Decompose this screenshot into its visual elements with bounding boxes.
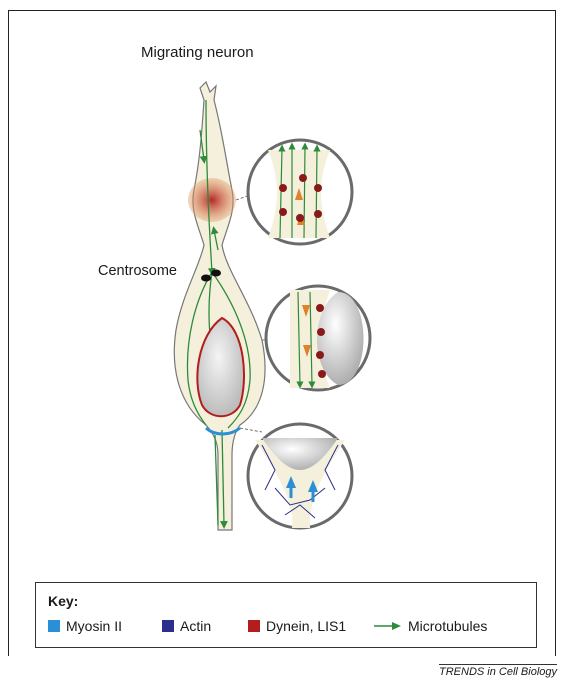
key-label-dynein: Dynein, LIS1: [266, 618, 346, 634]
myosin-swatch-icon: [48, 620, 60, 632]
dynein-swatch-icon: [248, 620, 260, 632]
figure-credit: TRENDS in Cell Biology: [439, 664, 557, 678]
key-item-dynein: Dynein, LIS1: [248, 618, 346, 634]
inset-leading-process: [248, 140, 352, 244]
dynein-cluster: [188, 178, 236, 222]
key-title: Key:: [48, 593, 78, 609]
actin-swatch-icon: [162, 620, 174, 632]
figure-title: Migrating neuron: [141, 44, 254, 61]
key-item-actin: Actin: [162, 618, 211, 634]
key-label-myosin: Myosin II: [66, 618, 122, 634]
microtubule-arrow-icon: [374, 621, 402, 631]
key-legend: Key: Myosin II Actin Dynein, LIS1 Microt…: [35, 582, 537, 648]
key-item-myosin: Myosin II: [48, 618, 122, 634]
centrosome-label: Centrosome: [98, 263, 177, 279]
inset-soma: [266, 286, 370, 390]
inset-rear: [248, 424, 352, 528]
key-item-microtubules: Microtubules: [374, 618, 487, 634]
key-label-microtubules: Microtubules: [408, 618, 487, 634]
key-label-actin: Actin: [180, 618, 211, 634]
